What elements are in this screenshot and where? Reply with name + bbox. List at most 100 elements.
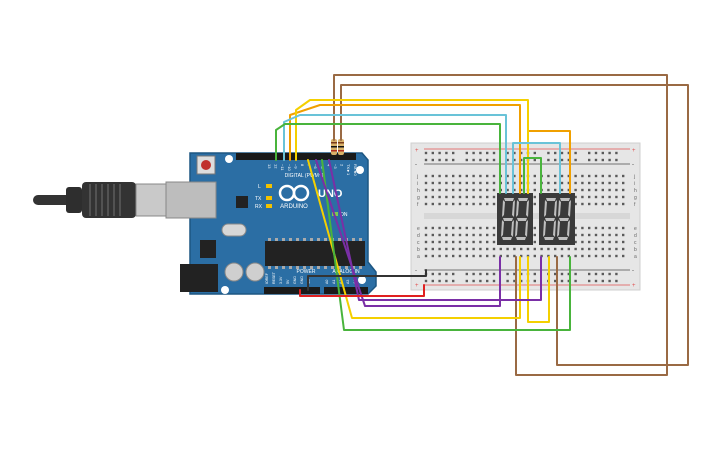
- breadboard-hole: [445, 181, 448, 185]
- breadboard-hole: [458, 195, 462, 199]
- breadboard-hole: [431, 195, 434, 199]
- breadboard-hole: [472, 195, 475, 199]
- breadboard-hole: [472, 226, 475, 230]
- breadboard-hole: [615, 226, 618, 230]
- breadboard-hole: [554, 181, 557, 185]
- rail-hole: [486, 279, 489, 283]
- rail-hole: [615, 158, 618, 162]
- breadboard-hole: [581, 188, 584, 192]
- breadboard-row-letter: d: [634, 233, 637, 239]
- breadboard-hole: [458, 226, 462, 230]
- breadboard-hole: [540, 254, 543, 258]
- rail-hole: [615, 279, 618, 283]
- breadboard-hole: [486, 247, 489, 251]
- digital-pin-label: 12: [274, 164, 279, 169]
- digital-pin-label: ~3: [333, 164, 338, 169]
- breadboard-hole: [622, 240, 625, 244]
- rail-hole: [615, 272, 618, 276]
- breadboard-hole: [438, 247, 441, 251]
- rail-hole: [554, 279, 557, 283]
- breadboard-hole: [513, 254, 516, 258]
- breadboard-hole: [465, 195, 468, 199]
- breadboard-hole: [486, 174, 489, 178]
- digital-pin-label: RX◄0: [353, 164, 358, 177]
- rail-hole: [431, 151, 434, 155]
- rail-hole: [465, 272, 468, 276]
- wire-brown-2: [340, 84, 689, 366]
- breadboard-hole: [438, 188, 441, 192]
- breadboard-hole: [431, 247, 434, 251]
- breadboard-row-letter: e: [417, 226, 420, 232]
- breadboard-hole: [438, 174, 441, 178]
- breadboard-hole: [533, 181, 536, 185]
- breadboard-hole: [472, 202, 475, 206]
- breadboard-hole: [533, 202, 536, 206]
- breadboard-hole: [588, 240, 591, 244]
- breadboard-row-letter: j: [416, 174, 418, 180]
- breadboard-hole: [608, 181, 611, 185]
- rail-hole: [608, 158, 611, 162]
- rail-hole: [506, 272, 509, 276]
- rail-hole: [520, 151, 523, 155]
- breadboard-hole: [465, 226, 468, 230]
- resistor-1: [331, 139, 337, 155]
- breadboard-hole: [554, 254, 557, 258]
- breadboard-hole: [431, 188, 434, 192]
- wire-red-5v: [299, 284, 425, 297]
- breadboard-hole: [622, 188, 625, 192]
- analog-pin-label: A3: [346, 280, 350, 284]
- rail-hole: [588, 158, 591, 162]
- breadboard-hole: [574, 247, 577, 251]
- breadboard-hole: [574, 181, 577, 185]
- power-pin-label: GND: [293, 276, 297, 284]
- breadboard-hole: [479, 240, 482, 244]
- breadboard-hole: [492, 233, 496, 237]
- breadboard-hole: [438, 254, 441, 258]
- breadboard-hole: [601, 202, 604, 206]
- rail-hole: [513, 158, 516, 162]
- breadboard-hole: [486, 254, 489, 258]
- breadboard-hole: [438, 195, 441, 199]
- breadboard-hole: [452, 202, 455, 206]
- wire-purple-2: [328, 159, 542, 301]
- breadboard-hole: [431, 254, 434, 258]
- breadboard-hole: [547, 174, 550, 178]
- rail-hole: [567, 151, 570, 155]
- breadboard-hole: [520, 247, 523, 251]
- rail-hole: [567, 279, 570, 283]
- rail-hole: [506, 158, 509, 162]
- power-header: [264, 287, 320, 294]
- breadboard-hole: [581, 247, 584, 251]
- breadboard-hole: [486, 240, 489, 244]
- breadboard-row-letter: f: [634, 202, 636, 208]
- on-led-label: ON: [340, 212, 348, 218]
- breadboard-row-letter: c: [634, 240, 637, 246]
- rail-hole: [615, 151, 618, 155]
- breadboard-hole: [424, 240, 428, 244]
- breadboard-hole: [615, 247, 618, 251]
- breadboard-hole: [588, 195, 591, 199]
- breadboard-hole: [472, 233, 475, 237]
- rail-hole: [574, 279, 577, 283]
- rail-hole: [452, 158, 455, 162]
- arduino-brand-text: ARDUINO: [280, 204, 308, 210]
- breadboard-hole: [567, 254, 570, 258]
- power-pin-label: 5V: [286, 279, 290, 284]
- breadboard-row-letter: j: [633, 174, 635, 180]
- rail-hole: [567, 272, 570, 276]
- rail-hole: [486, 151, 489, 155]
- rail-hole: [588, 151, 591, 155]
- breadboard-hole: [458, 181, 462, 185]
- breadboard-hole: [458, 202, 462, 206]
- wire-orange-1: [289, 104, 521, 194]
- digital-pin-label: ~10: [287, 164, 292, 172]
- breadboard-hole: [513, 247, 516, 251]
- breadboard-hole: [601, 247, 604, 251]
- breadboard-hole: [622, 247, 625, 251]
- seven-segment-display-2: [539, 193, 575, 245]
- breadboard-hole: [445, 202, 448, 206]
- breadboard-hole: [574, 240, 577, 244]
- rail-hole: [465, 151, 468, 155]
- arduino-logo-icon: [278, 184, 310, 202]
